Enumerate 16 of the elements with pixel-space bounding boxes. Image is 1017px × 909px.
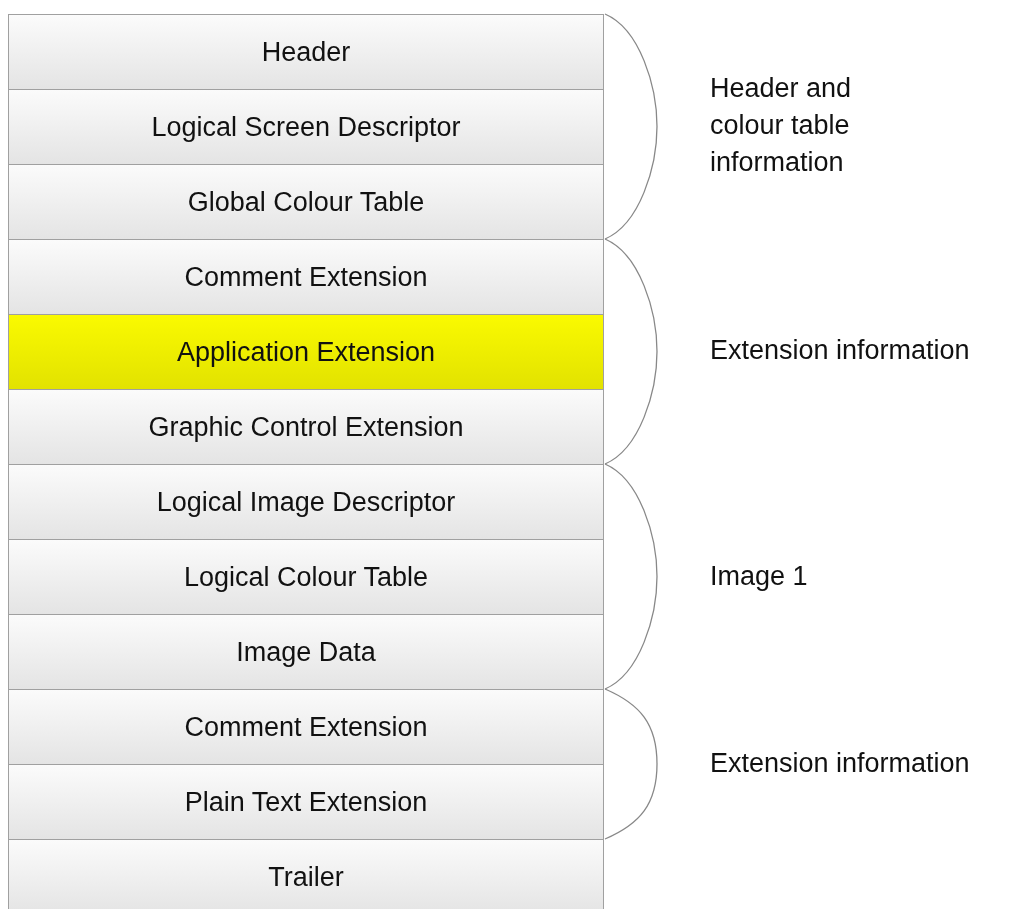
group-label: Header and colour table information <box>710 72 853 179</box>
block-row: Logical Screen Descriptor <box>8 89 604 165</box>
block-row: Trailer <box>8 839 604 909</box>
group-label: Image 1 <box>710 560 808 593</box>
block-row: Application Extension <box>8 314 604 390</box>
block-row: Header <box>8 14 604 90</box>
group-label: Extension information <box>710 334 970 367</box>
group-label: Extension information <box>710 747 970 780</box>
block-row: Image Data <box>8 614 604 690</box>
block-row: Logical Image Descriptor <box>8 464 604 540</box>
block-row: Plain Text Extension <box>8 764 604 840</box>
block-row: Global Colour Table <box>8 164 604 240</box>
block-row: Logical Colour Table <box>8 539 604 615</box>
block-row: Graphic Control Extension <box>8 389 604 465</box>
block-row: Comment Extension <box>8 239 604 315</box>
block-row: Comment Extension <box>8 689 604 765</box>
